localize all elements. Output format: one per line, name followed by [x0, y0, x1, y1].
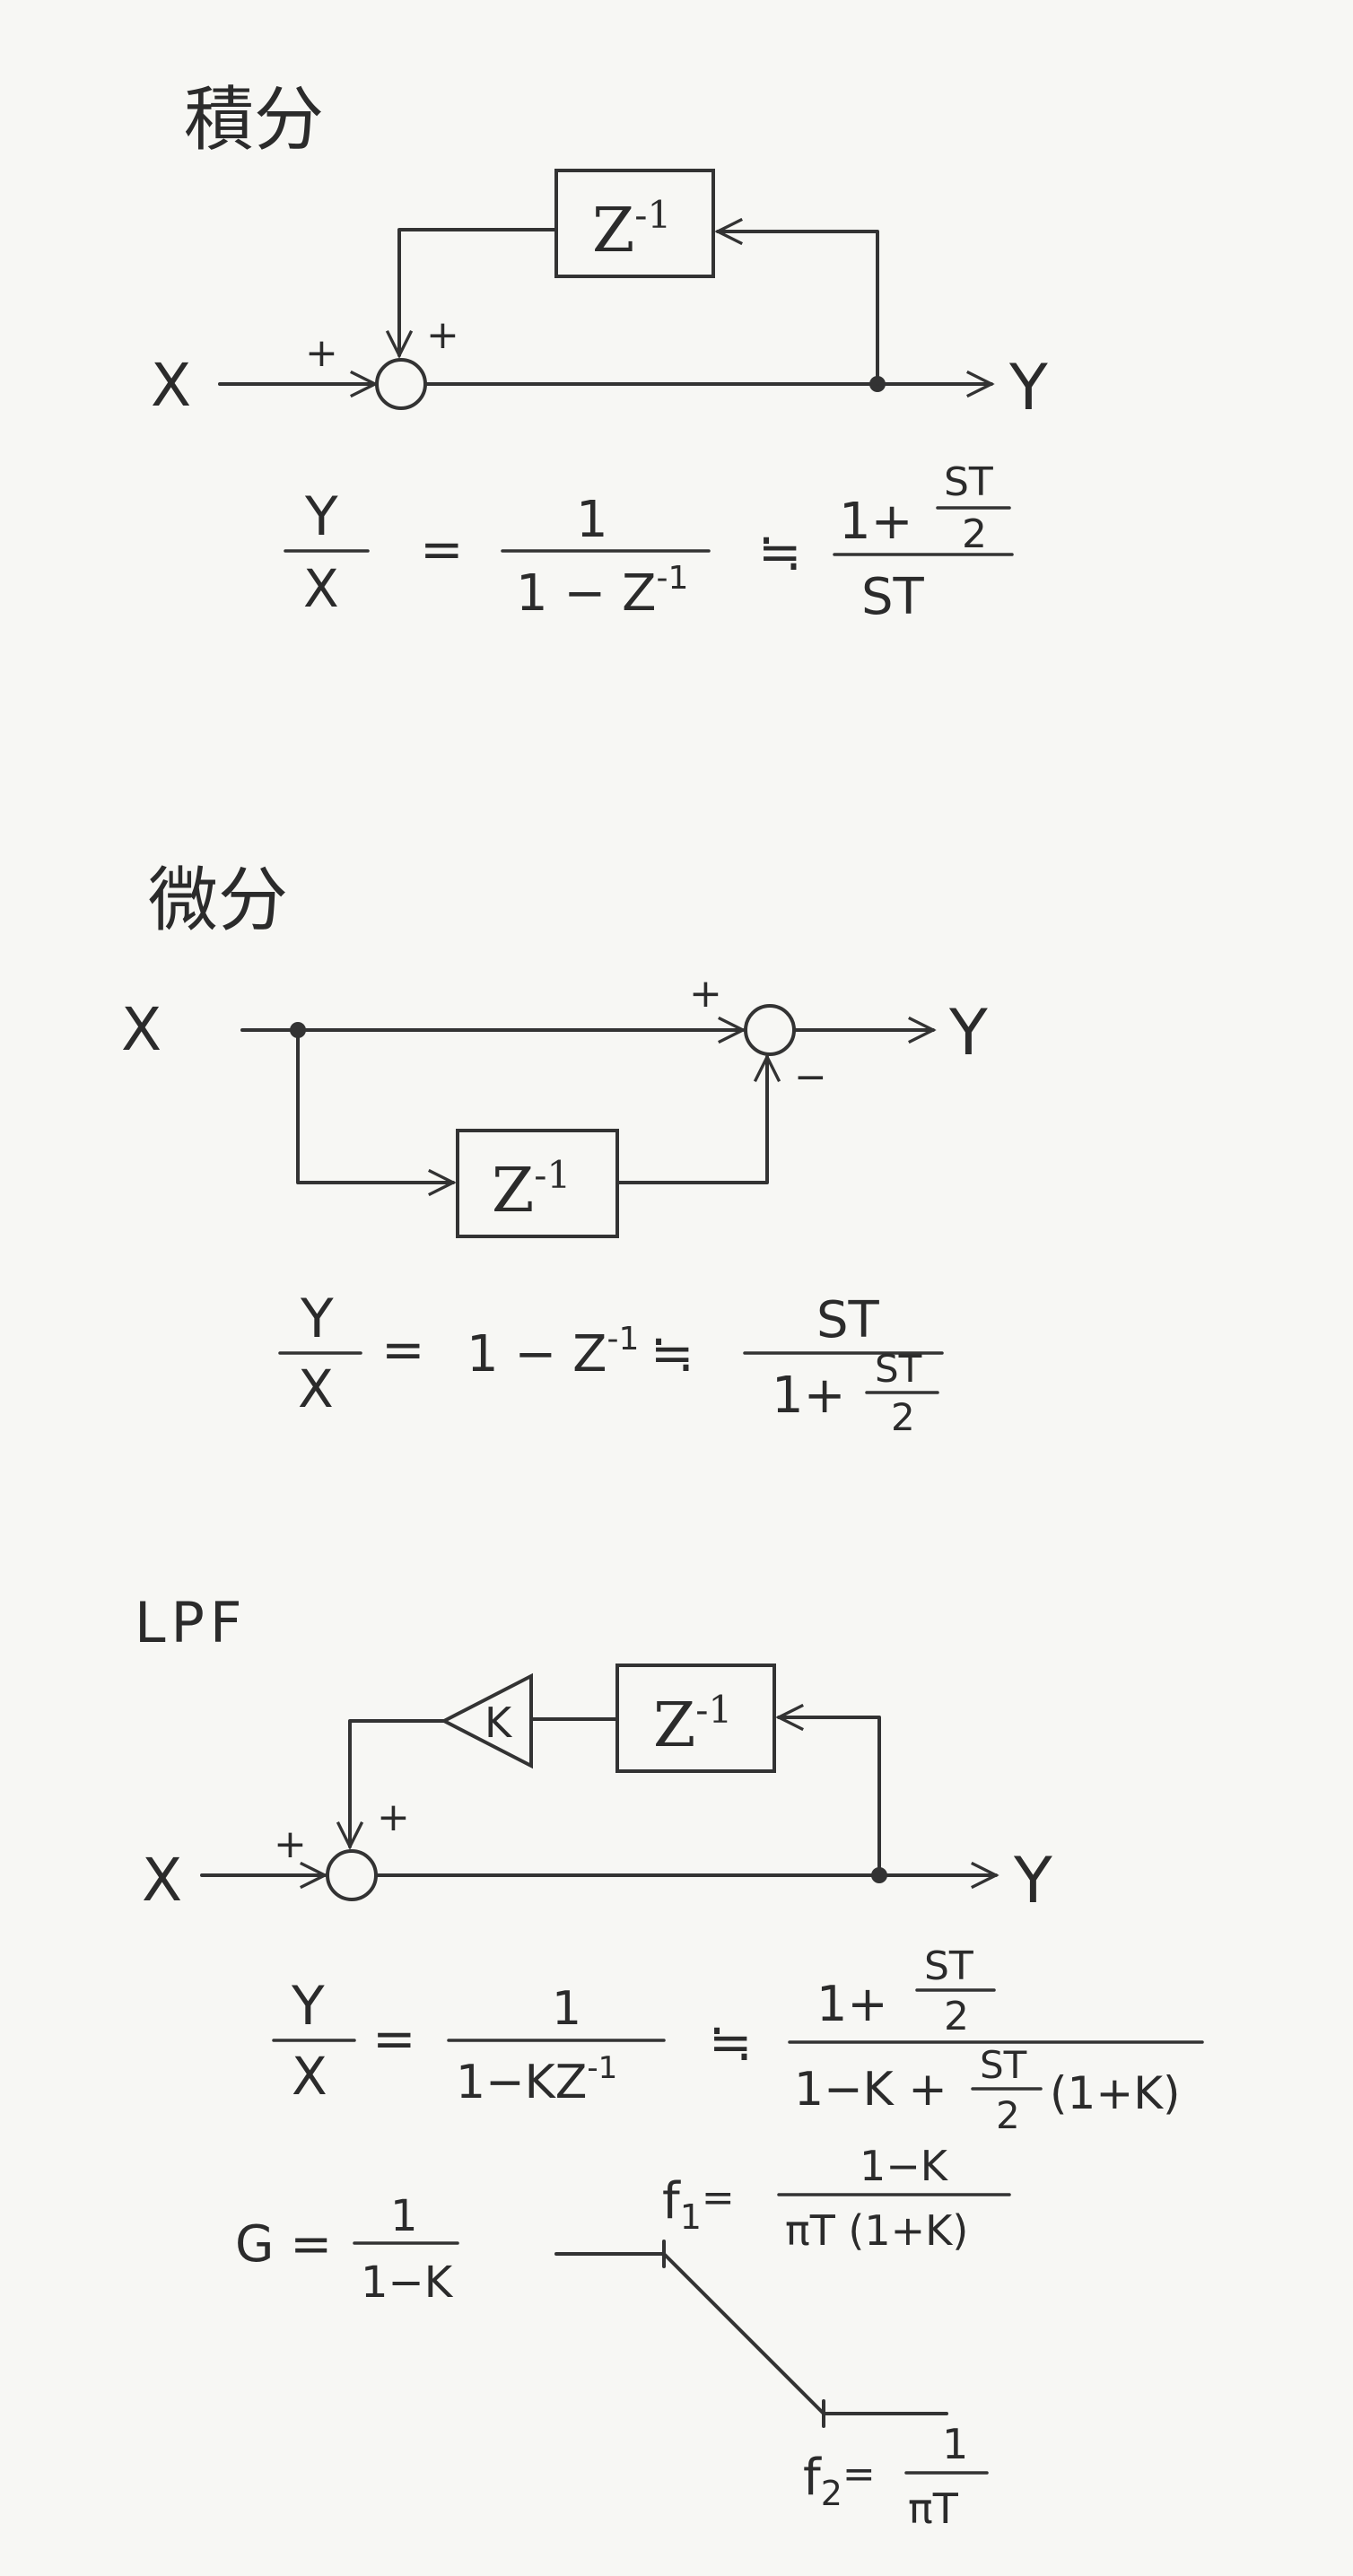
lpf-f2-den: πT — [908, 2484, 959, 2533]
lpf-delay-block — [615, 1663, 776, 1773]
lpf-transfer-equation: Y X = 1 1−KZ-1 ≒ 1+ ST 2 1−K + ST 2 (1+K… — [272, 1943, 1204, 2137]
integral-eq-f1-num: 1 — [576, 491, 608, 549]
lpf-sign-input: + — [274, 1821, 307, 1867]
lpf-gain-eq-den: 1−K — [361, 2257, 454, 2308]
lpf-response-slope — [662, 2252, 825, 2415]
integral-eq-lhs-num: Y — [304, 485, 338, 548]
integral-delay-label: Z-1 — [592, 193, 671, 266]
lpf-eq-lhs-num: Y — [291, 1975, 325, 2038]
derivative-eq-equals: = — [381, 1319, 425, 1380]
lpf-f1-equation: f1= 1−K πT (1+K) — [662, 2142, 1011, 2255]
integral-feedback-line-left — [399, 228, 558, 355]
integral-eq-f2-den: ST — [861, 568, 925, 626]
lpf-eq-equals: = — [372, 2008, 416, 2069]
integral-eq-lhs-den: X — [303, 558, 339, 619]
integral-eq-equals: = — [420, 519, 464, 580]
derivative-section: 微分 X Y Z-1 + − Y X = 1 − Z-1 ≒ ST 1+ — [121, 860, 988, 1439]
derivative-delay-path-in — [296, 1028, 453, 1183]
lpf-f2-equation: f2= 1 πT — [803, 2420, 989, 2533]
lpf-eq-f1-den: 1−KZ-1 — [456, 2050, 617, 2109]
derivative-eq-f-den-frac-den: 2 — [891, 1395, 915, 1439]
lpf-eq-f2-den-frac-den: 2 — [996, 2093, 1020, 2137]
lpf-frequency-response-sketch — [554, 2240, 948, 2428]
lpf-summing-junction — [326, 1849, 378, 1901]
derivative-summing-junction — [744, 1004, 796, 1056]
derivative-output-y: Y — [948, 996, 988, 1070]
lpf-gain-eq-num: 1 — [390, 2191, 418, 2241]
lpf-gain-eq-label: G = — [235, 2215, 332, 2274]
derivative-delay-label: Z-1 — [492, 1153, 571, 1227]
lpf-eq-f2-den-frac-num: ST — [980, 2043, 1027, 2087]
integral-sign-feedback: + — [426, 312, 459, 358]
derivative-eq-f-den: 1+ — [772, 1367, 846, 1425]
integral-eq-f2-num: 1+ — [839, 493, 913, 551]
lpf-eq-approx: ≒ — [709, 2012, 753, 2073]
integral-output-y: Y — [1008, 351, 1048, 424]
derivative-equation: Y X = 1 − Z-1 ≒ ST 1+ ST 2 — [278, 1288, 944, 1439]
integral-feedback-line-right — [718, 231, 879, 386]
lpf-section: LPF K Z-1 X Y + + Y X = 1 1−KZ-1 — [135, 1590, 1204, 2533]
integral-equation: Y X = 1 1 − Z-1 ≒ 1+ ST 2 ST — [284, 459, 1014, 626]
lpf-sign-feedback: + — [377, 1794, 410, 1840]
lpf-eq-f2-num-frac-num: ST — [924, 1943, 973, 1989]
derivative-eq-f-num: ST — [816, 1291, 880, 1349]
lpf-delay-label: Z-1 — [653, 1688, 732, 1761]
lpf-gain-label: K — [484, 1698, 513, 1747]
derivative-delay-path-out — [615, 1057, 767, 1184]
lpf-output-y: Y — [1013, 1844, 1052, 1917]
lpf-f1-den: πT (1+K) — [785, 2206, 968, 2255]
derivative-eq-approx: ≒ — [650, 1323, 694, 1384]
derivative-sign-plus: + — [689, 971, 722, 1017]
derivative-block-diagram: X Y Z-1 + − — [121, 971, 988, 1238]
derivative-title: 微分 — [148, 860, 288, 941]
derivative-eq-f-den-frac-num: ST — [875, 1347, 922, 1391]
derivative-eq-lhs-num: Y — [300, 1288, 334, 1350]
lpf-feedback-line-right — [779, 1717, 881, 1877]
derivative-input-x: X — [121, 995, 161, 1064]
lpf-block-diagram: K Z-1 X Y + + — [142, 1663, 1052, 1917]
lpf-title: LPF — [135, 1590, 248, 1655]
integral-eq-f2-num-frac-den: 2 — [962, 511, 987, 557]
lpf-gain-equation: G = 1 1−K — [235, 2191, 459, 2308]
lpf-eq-f2-den-b: (1+K) — [1050, 2067, 1181, 2119]
lpf-input-x: X — [142, 1846, 182, 1915]
derivative-eq-lhs-den: X — [298, 1358, 334, 1419]
integral-summing-junction — [375, 358, 427, 410]
lpf-f1-label: f1= — [662, 2172, 735, 2237]
integral-block-diagram: Z-1 X Y + + — [151, 169, 1048, 424]
lpf-f2-num: 1 — [942, 2420, 968, 2468]
integral-delay-block — [554, 169, 715, 278]
lpf-eq-f1-num: 1 — [552, 1982, 581, 2036]
lpf-eq-f2-num-frac-den: 2 — [944, 1994, 969, 2039]
integral-eq-approx: ≒ — [758, 521, 802, 582]
integral-eq-f1-den: 1 − Z-1 — [516, 560, 688, 623]
lpf-f1-num: 1−K — [860, 2142, 949, 2190]
lpf-eq-lhs-den: X — [292, 2046, 327, 2107]
integral-eq-f2-num-frac-num: ST — [944, 459, 993, 505]
integral-title: 積分 — [184, 80, 324, 161]
lpf-f2-label: f2= — [803, 2449, 876, 2513]
lpf-feedback-line-left — [350, 1719, 446, 1847]
derivative-sign-minus: − — [794, 1054, 827, 1100]
lpf-eq-f2-den-a: 1−K + — [794, 2063, 947, 2117]
integral-section: 積分 Z-1 X Y + + Y X = 1 1 − Z-1 — [151, 80, 1048, 626]
integral-input-x: X — [151, 351, 191, 420]
lpf-eq-f2-num: 1+ — [816, 1976, 888, 2032]
integral-sign-input: + — [305, 330, 338, 376]
derivative-eq-rhs: 1 − Z-1 — [467, 1321, 639, 1384]
